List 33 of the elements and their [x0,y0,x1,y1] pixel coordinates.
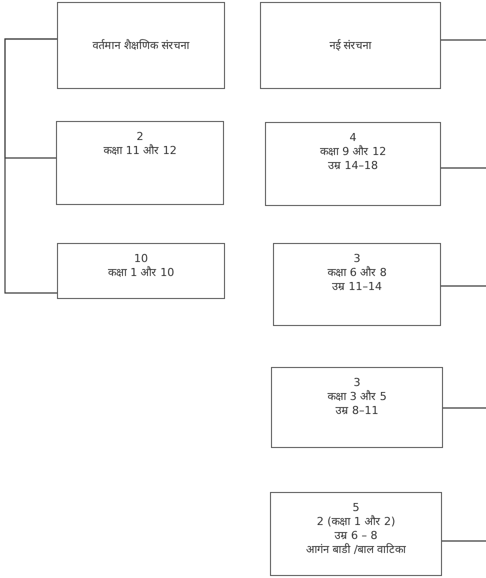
box-text: 2 [136,130,144,144]
box-text: उम्र 6 – 8 [334,529,378,543]
box-text: 10 [134,252,148,266]
box-text: 4 [350,131,356,145]
box-text: कक्षा 11 और 12 [103,144,177,158]
connector-line [441,285,486,287]
text-box [57,2,225,89]
box-text: उम्र 11–14 [332,280,382,294]
box-text: वर्तमान शैक्षणिक संरचना [92,38,190,52]
text-box [270,492,442,576]
connector-line [442,540,486,542]
connector-line [441,167,486,169]
text-box [56,121,224,205]
text-box [265,122,441,206]
box-text: 2 (कक्षा 1 और 2) [316,515,396,529]
box-text: नई संरचना [329,38,372,52]
text-box [57,243,225,299]
box-text: 3 [354,376,360,390]
box-text: कक्षा 3 और 5 [327,390,387,404]
box-text: कक्षा 1 और 10 [108,266,174,280]
connector-line [441,39,486,41]
box-text: उम्र 14–18 [328,159,378,173]
connector-line [443,407,486,409]
box-text: कक्षा 9 और 12 [320,145,386,159]
box-text: कक्षा 6 और 8 [327,266,387,280]
box-text: उम्र 8–11 [336,404,378,418]
text-box [273,243,441,326]
box-text: 3 [354,252,360,266]
box-text: आगंन बाडी /बाल वाटिका [306,543,406,557]
box-text: 5 [352,501,360,515]
text-box [260,2,441,89]
connector-line [4,38,57,294]
text-box [271,367,443,448]
